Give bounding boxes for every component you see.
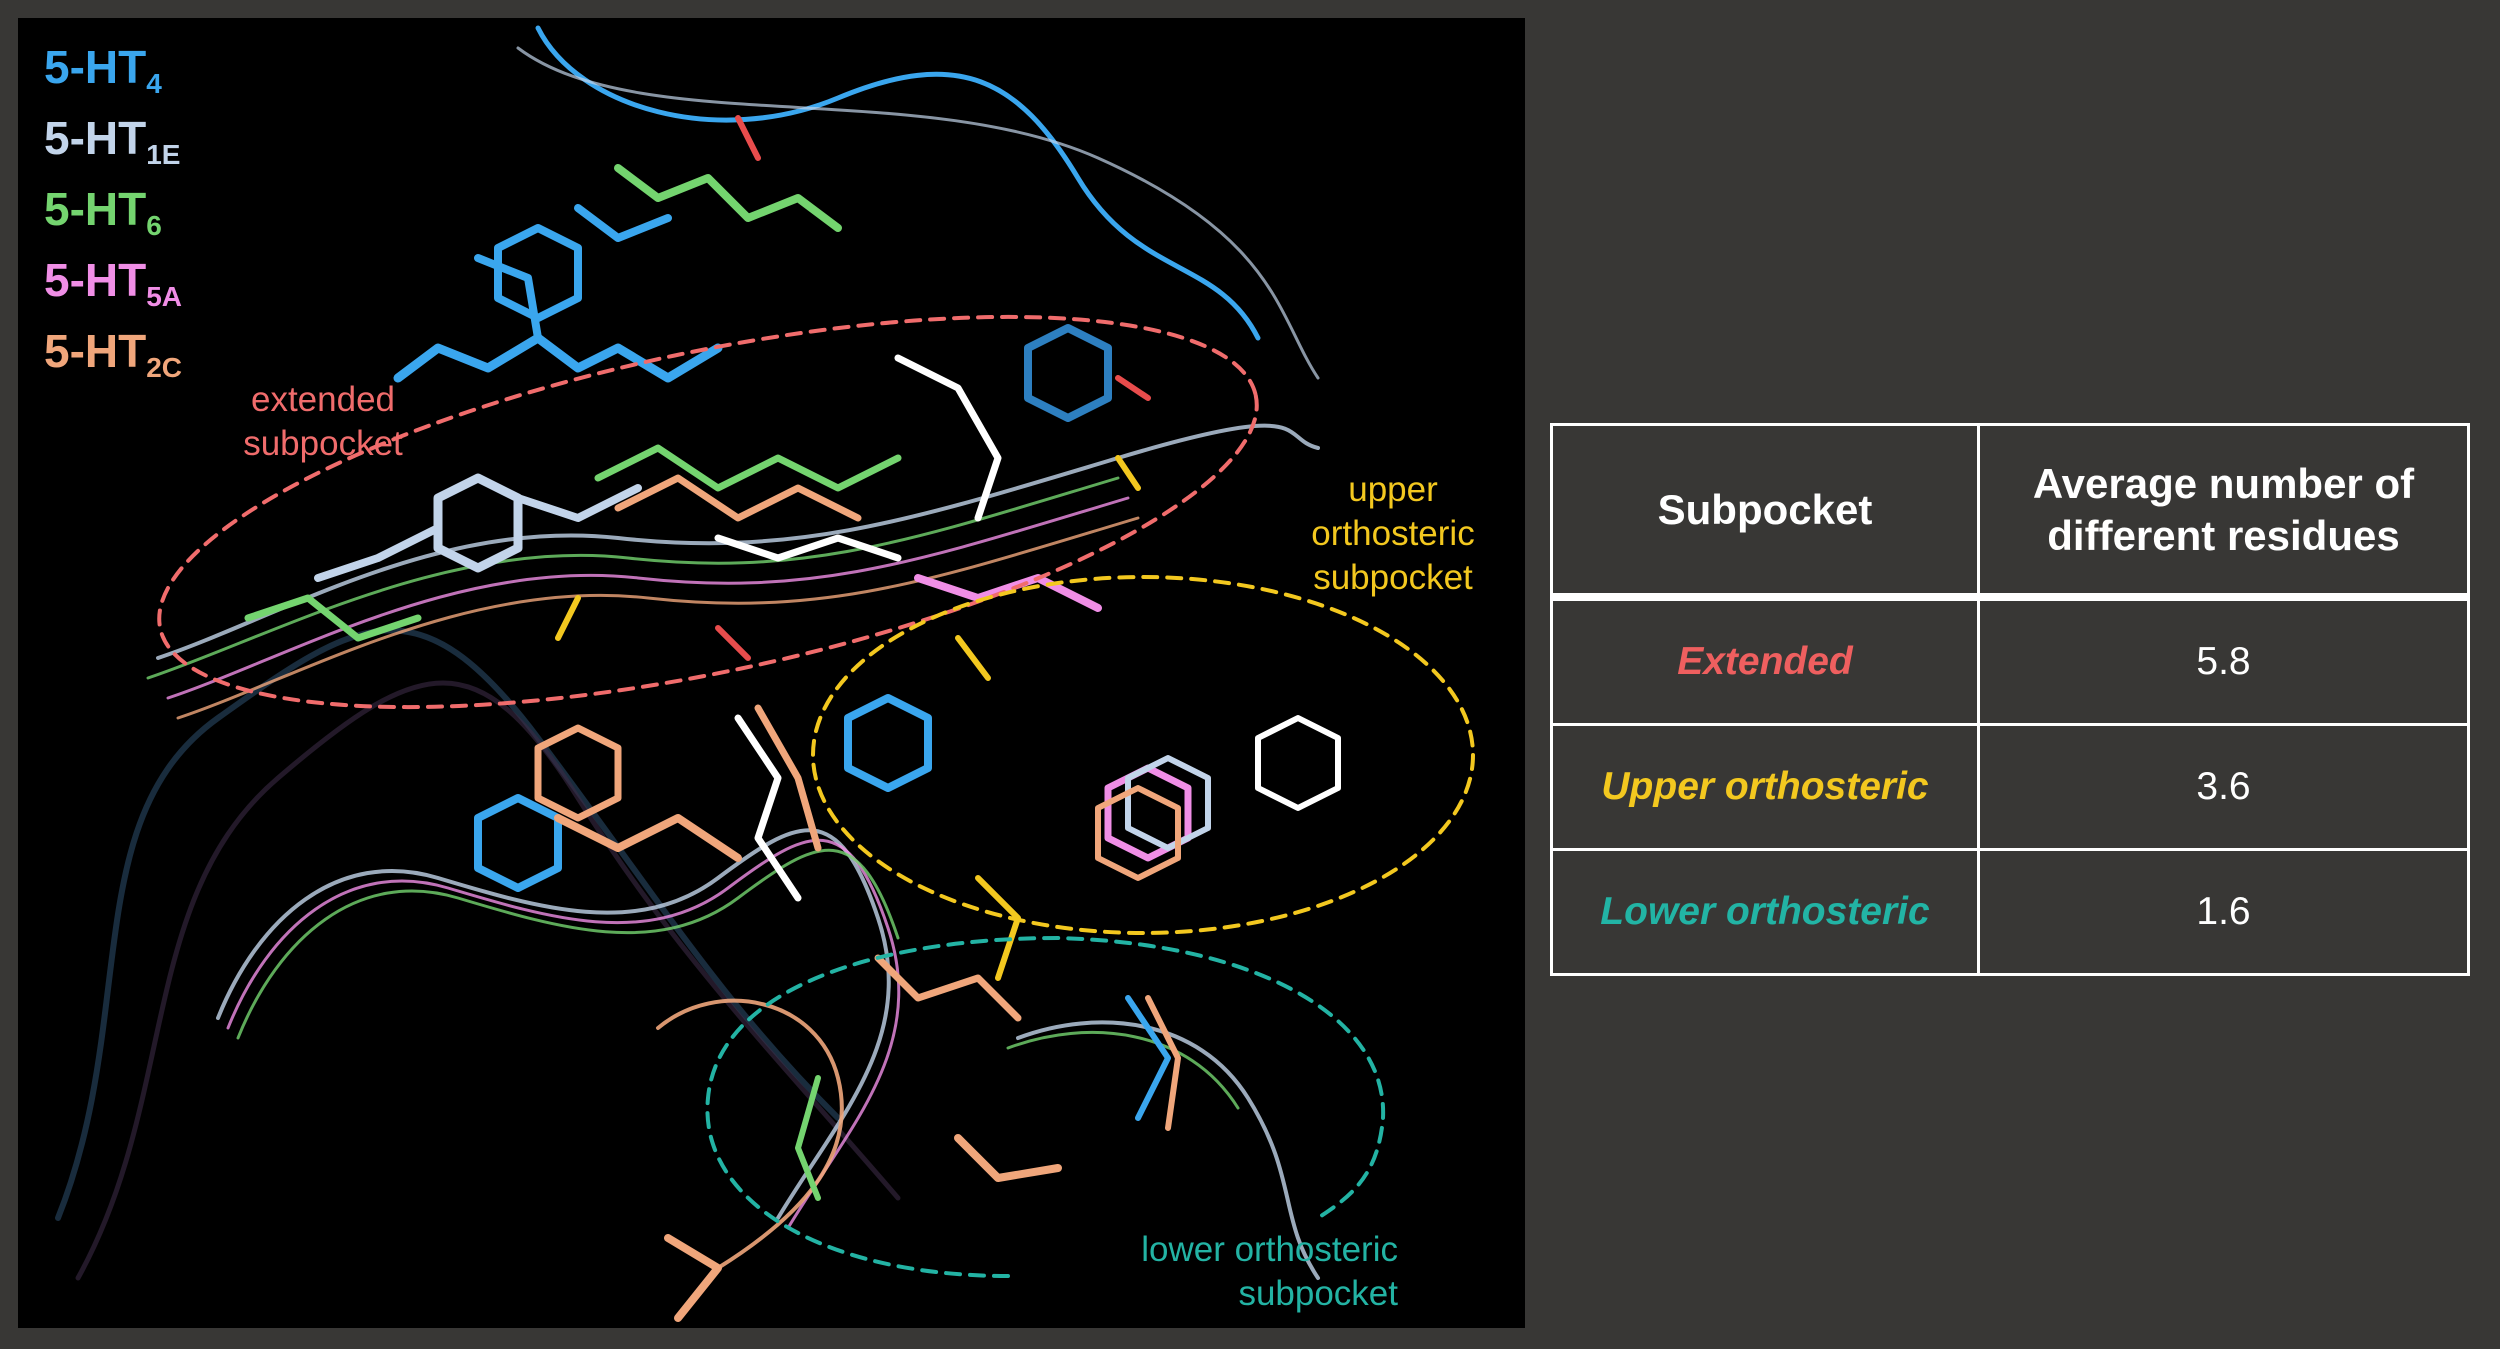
header-subpocket: Subpocket bbox=[1550, 423, 1980, 601]
table-row: Lower orthosteric 1.6 bbox=[1550, 848, 2470, 976]
legend-item-5ht1e: 5-HT1E bbox=[44, 103, 182, 174]
legend-item-5ht4: 5-HT4 bbox=[44, 32, 182, 103]
label-line: subpocket bbox=[243, 424, 403, 463]
legend-item-5ht5a: 5-HT5A bbox=[44, 245, 182, 316]
subpocket-cell: Lower orthosteric bbox=[1550, 848, 1980, 976]
subpocket-residue-table: Subpocket Average number of different re… bbox=[1550, 423, 2470, 976]
legend-sub: 2C bbox=[146, 352, 183, 383]
legend-sub: 4 bbox=[146, 68, 162, 99]
label-line: upper bbox=[1348, 470, 1438, 509]
lower-orthosteric-subpocket-label: lower orthosteric subpocket bbox=[1058, 1228, 1398, 1316]
value-cell: 5.8 bbox=[1977, 595, 2470, 726]
table-row: Extended 5.8 bbox=[1550, 595, 2470, 726]
structure-image-panel: 5-HT4 5-HT1E 5-HT6 5-HT5A 5-HT2C extende… bbox=[18, 18, 1525, 1328]
receptor-legend: 5-HT4 5-HT1E 5-HT6 5-HT5A 5-HT2C bbox=[44, 32, 182, 387]
table-header-row: Subpocket Average number of different re… bbox=[1550, 423, 2470, 601]
upper-orthosteric-subpocket-label: upper orthosteric subpocket bbox=[1278, 468, 1508, 600]
legend-sub: 1E bbox=[146, 139, 181, 170]
legend-item-5ht2c: 5-HT2C bbox=[44, 316, 182, 387]
label-line: subpocket bbox=[1313, 558, 1473, 597]
label-line: orthosteric bbox=[1311, 514, 1475, 553]
legend-base: 5-HT bbox=[44, 183, 147, 235]
legend-item-5ht6: 5-HT6 bbox=[44, 174, 182, 245]
value-cell: 1.6 bbox=[1977, 848, 2470, 976]
value-cell: 3.6 bbox=[1977, 723, 2470, 851]
extended-subpocket-label: extended subpocket bbox=[208, 378, 438, 466]
legend-sub: 6 bbox=[146, 210, 162, 241]
subpocket-cell: Extended bbox=[1550, 595, 1980, 726]
label-line: extended bbox=[250, 380, 396, 419]
legend-base: 5-HT bbox=[44, 112, 147, 164]
subpocket-cell: Upper orthosteric bbox=[1550, 723, 1980, 851]
protein-structure-render bbox=[55, 25, 1475, 1322]
legend-base: 5-HT bbox=[44, 325, 147, 377]
header-average-residues: Average number of different residues bbox=[1977, 423, 2470, 601]
label-line: lower orthosteric bbox=[1141, 1230, 1398, 1269]
legend-base: 5-HT bbox=[44, 41, 147, 93]
residue-table: Subpocket Average number of different re… bbox=[1550, 423, 2470, 976]
legend-sub: 5A bbox=[146, 281, 183, 312]
legend-base: 5-HT bbox=[44, 254, 147, 306]
table-row: Upper orthosteric 3.6 bbox=[1550, 723, 2470, 851]
label-line: subpocket bbox=[1238, 1274, 1398, 1313]
